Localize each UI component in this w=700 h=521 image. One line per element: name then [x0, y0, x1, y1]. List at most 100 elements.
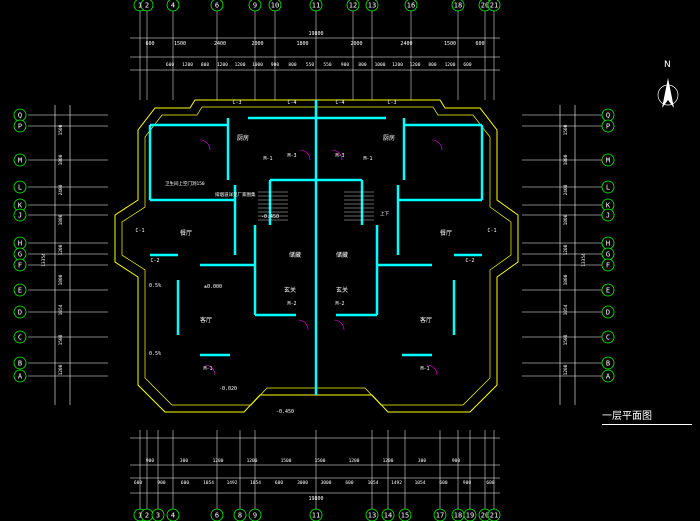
- dim-top-row1: 1800: [296, 41, 308, 47]
- axis-bubble-bottom-circle: [398, 508, 412, 521]
- room-label: 储藏: [336, 251, 348, 259]
- dim-left: 1054: [58, 304, 64, 315]
- axis-bubble-left-label: D: [18, 309, 22, 317]
- axis-bubble-right: L: [601, 180, 615, 194]
- axis-bubble-top-circle: [451, 0, 465, 12]
- axis-bubble-right-label: B: [606, 360, 610, 368]
- axis-bubble-left: B: [13, 356, 27, 370]
- axis-bubble-left-circle: [13, 180, 27, 194]
- axis-bubble-right-label: H: [606, 240, 610, 248]
- axis-bubble-top-label: 4: [171, 2, 175, 10]
- axis-bubble-left-circle: [13, 369, 27, 383]
- axis-bubble-bottom-label: 21: [490, 512, 498, 520]
- dim-top-row2: 550: [323, 62, 331, 68]
- axis-bubble-top-label: 1: [138, 2, 142, 10]
- dim-right: 2400: [563, 184, 569, 195]
- axis-bubble-right-label: K: [606, 202, 611, 210]
- dim-top-row2: 1200: [182, 62, 193, 68]
- dim-top-row1: 600: [475, 41, 484, 47]
- dim-bottom-row2: 900: [146, 458, 154, 464]
- north-arrow-icon: [657, 78, 679, 108]
- window-tag: C-2: [465, 258, 474, 264]
- axis-bubble-bottom-label: 4: [171, 512, 175, 520]
- axis-bubble-right-label: F: [606, 262, 610, 270]
- axis-bubble-top-circle: [346, 0, 360, 12]
- dim-top-row2: 1200: [235, 62, 246, 68]
- window-tag: C-3: [232, 100, 241, 106]
- outline-outer: [114, 99, 519, 413]
- axis-bubble-bottom-label: 9: [253, 512, 257, 520]
- axis-bubble-right-circle: [601, 258, 615, 272]
- axis-bubble-bottom: 19: [463, 508, 477, 521]
- door-swing: [297, 319, 309, 331]
- dim-right: 1500: [563, 124, 569, 135]
- axis-bubble-left-label: C: [18, 334, 22, 342]
- axis-bubble-right-circle: [601, 153, 615, 167]
- axis-bubble-right-label: G: [606, 251, 610, 259]
- door-swing: [333, 319, 345, 331]
- axis-bubble-top-label: 16: [407, 2, 415, 10]
- dim-top-row1: 2400: [214, 41, 226, 47]
- axis-bubble-left: J: [13, 208, 27, 222]
- dim-right: 1800: [563, 154, 569, 165]
- axis-bubble-right-circle: [601, 356, 615, 370]
- axis-bubble-right: M: [601, 153, 615, 167]
- dim-bottom-row2: 1200: [383, 458, 394, 464]
- door-tag: M-2: [287, 301, 296, 307]
- dim-top-row2: 1000: [375, 62, 386, 68]
- axis-bubble-right: C: [601, 330, 615, 344]
- door-tag: M-1: [420, 366, 429, 372]
- axis-bubble-left-circle: [13, 330, 27, 344]
- dim-left: 1800: [58, 154, 64, 165]
- dim-top-row2: 1200: [217, 62, 228, 68]
- axis-bubble-top-label: 13: [368, 2, 376, 10]
- window-tag: C-4: [287, 100, 296, 106]
- dim-top-row2: 550: [306, 62, 314, 68]
- dim-top-row1: 2000: [251, 41, 263, 47]
- axis-bubble-left-circle: [13, 305, 27, 319]
- axis-bubble-bottom-label: 2: [145, 512, 149, 520]
- axis-bubble-top-circle: [140, 0, 154, 12]
- axis-bubble-left: L: [13, 180, 27, 194]
- axis-bubble-right-label: M: [606, 157, 610, 165]
- dim-left-overall: 13354: [41, 253, 47, 267]
- axis-bubble-left: D: [13, 305, 27, 319]
- level-mark: -0.450: [261, 214, 279, 220]
- building-outline: [114, 99, 519, 413]
- note-text: 上下: [380, 210, 389, 217]
- axis-bubble-top-circle: [248, 0, 262, 12]
- axis-bubble-right-label: A: [606, 373, 611, 381]
- room-labels: 厨房厨房餐厅餐厅客厅客厅玄关玄关储藏储藏: [180, 134, 452, 324]
- dim-bottom-row2: 1200: [247, 458, 258, 464]
- axis-bubble-right: Q: [601, 108, 615, 122]
- axis-bubble-right: P: [601, 119, 615, 133]
- axis-bubble-bottom: 15: [398, 508, 412, 521]
- axis-bubble-right: A: [601, 369, 615, 383]
- axis-bubble-right-circle: [601, 180, 615, 194]
- level-mark: -0.450: [276, 409, 294, 415]
- axis-bubble-bottom-circle: [210, 508, 224, 521]
- axis-bubble-top: 16: [404, 0, 418, 12]
- door-tag: M-3: [287, 153, 296, 159]
- dim-top-row1: 1500: [174, 41, 186, 47]
- room-label: 厨房: [237, 134, 249, 142]
- axis-bubble-top: 2: [140, 0, 154, 12]
- level-mark: ±0.000: [204, 284, 222, 290]
- dim-top-row1: 1500: [444, 41, 456, 47]
- dim-bottom-row1: 1054: [415, 480, 426, 486]
- axis-bubble-left-label: J: [18, 212, 22, 220]
- axis-bubble-left-label: B: [18, 360, 22, 368]
- axis-bubble-top-label: 9: [253, 2, 257, 10]
- axis-bubble-right-circle: [601, 283, 615, 297]
- dim-top-row2: 800: [428, 62, 436, 68]
- axis-bubble-bottom-label: 3: [156, 512, 160, 520]
- axis-bubble-left-label: L: [18, 184, 22, 192]
- door-swing: [199, 139, 211, 151]
- axis-bubble-left-circle: [13, 208, 27, 222]
- north-arrow-shape: [662, 78, 674, 108]
- dim-right: 1800: [563, 214, 569, 225]
- dim-bottom-row1: 600: [181, 480, 189, 486]
- axis-bubble-right: B: [601, 356, 615, 370]
